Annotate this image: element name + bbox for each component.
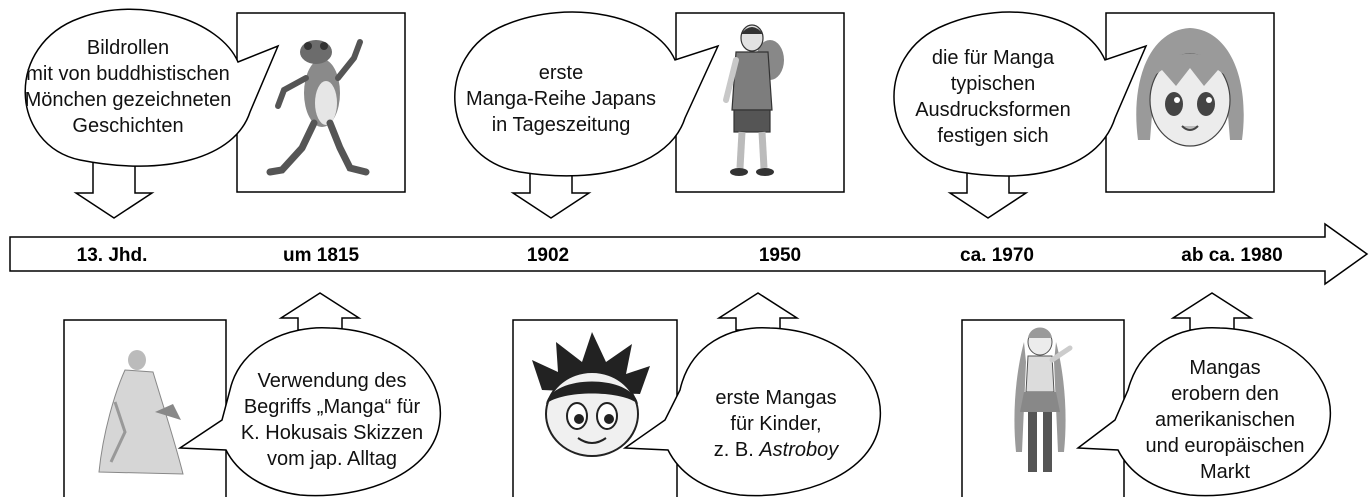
down-arrow [510, 171, 592, 219]
astroboy-title: Astroboy [759, 439, 839, 461]
event-text: Bildrollen mit von buddhistischen Mönche… [24, 37, 232, 137]
event-ca-1970 [893, 11, 1275, 219]
event-um-1815 [63, 292, 442, 497]
timeline-label: um 1815 [283, 245, 359, 266]
sailor-girl-illustration [1014, 327, 1073, 472]
timeline-arrow [9, 222, 1369, 286]
event-ab-ca-1980 [961, 292, 1332, 497]
timeline-label: ca. 1970 [960, 245, 1034, 266]
man-with-backpack-illustration [723, 24, 784, 176]
speech-bubble [454, 11, 720, 177]
event-13th-century [24, 8, 406, 219]
event-text: erste Manga-Reihe Japans in Tageszeitung [465, 62, 657, 136]
astroboy-illustration [532, 332, 650, 457]
down-arrow [947, 171, 1029, 219]
timeline-label: 1902 [527, 245, 569, 266]
hokusai-figure-illustration [98, 350, 184, 475]
speech-bubble [177, 326, 442, 497]
manga-girl-face-illustration [1136, 28, 1244, 147]
event-text: Mangas erobern den amerikanischen und eu… [1145, 357, 1305, 483]
frog-illustration [266, 39, 370, 176]
timeline-label: 13. Jhd. [77, 245, 148, 266]
timeline-label: 1950 [759, 245, 801, 266]
example-prefix: z. B. [713, 439, 754, 461]
speech-bubble [24, 8, 280, 167]
down-arrow [73, 159, 155, 219]
speech-bubble [622, 326, 882, 497]
event-1902 [454, 11, 845, 219]
event-text: Verwendung des Begriffs „Manga“ für K. H… [240, 370, 424, 470]
speech-bubble [893, 11, 1148, 177]
speech-bubble [1075, 326, 1332, 497]
timeline-label: ab ca. 1980 [1181, 245, 1282, 266]
up-arrow [716, 292, 800, 331]
event-1950 [512, 292, 882, 497]
up-arrow [1170, 292, 1254, 331]
event-text: die für Manga typischen Ausdrucksformen … [915, 47, 1071, 147]
event-text: erste Mangas für Kinder, z. B. Astroboy [713, 387, 839, 461]
up-arrow [278, 292, 362, 331]
